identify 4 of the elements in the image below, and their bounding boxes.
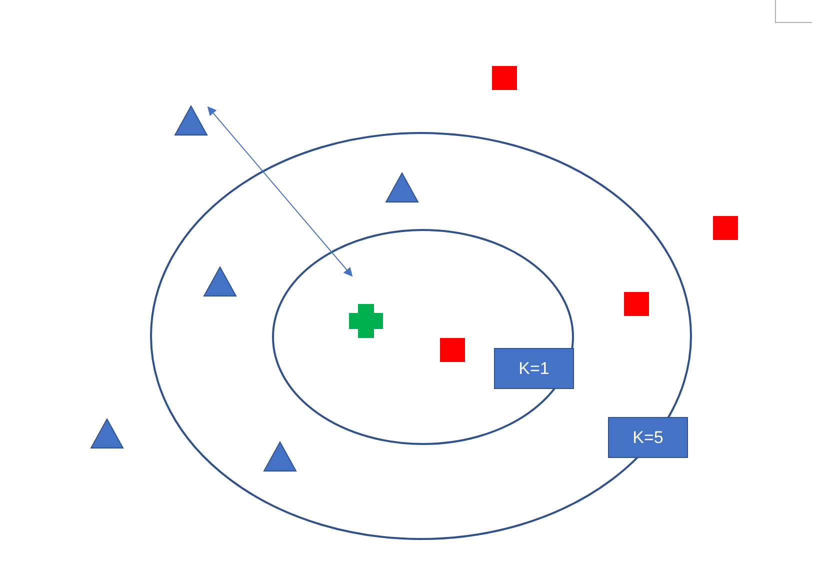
label-text: K=5 [632, 428, 664, 448]
label-box [608, 417, 688, 458]
label-text: K=1 [518, 358, 550, 378]
label-box [494, 348, 574, 389]
